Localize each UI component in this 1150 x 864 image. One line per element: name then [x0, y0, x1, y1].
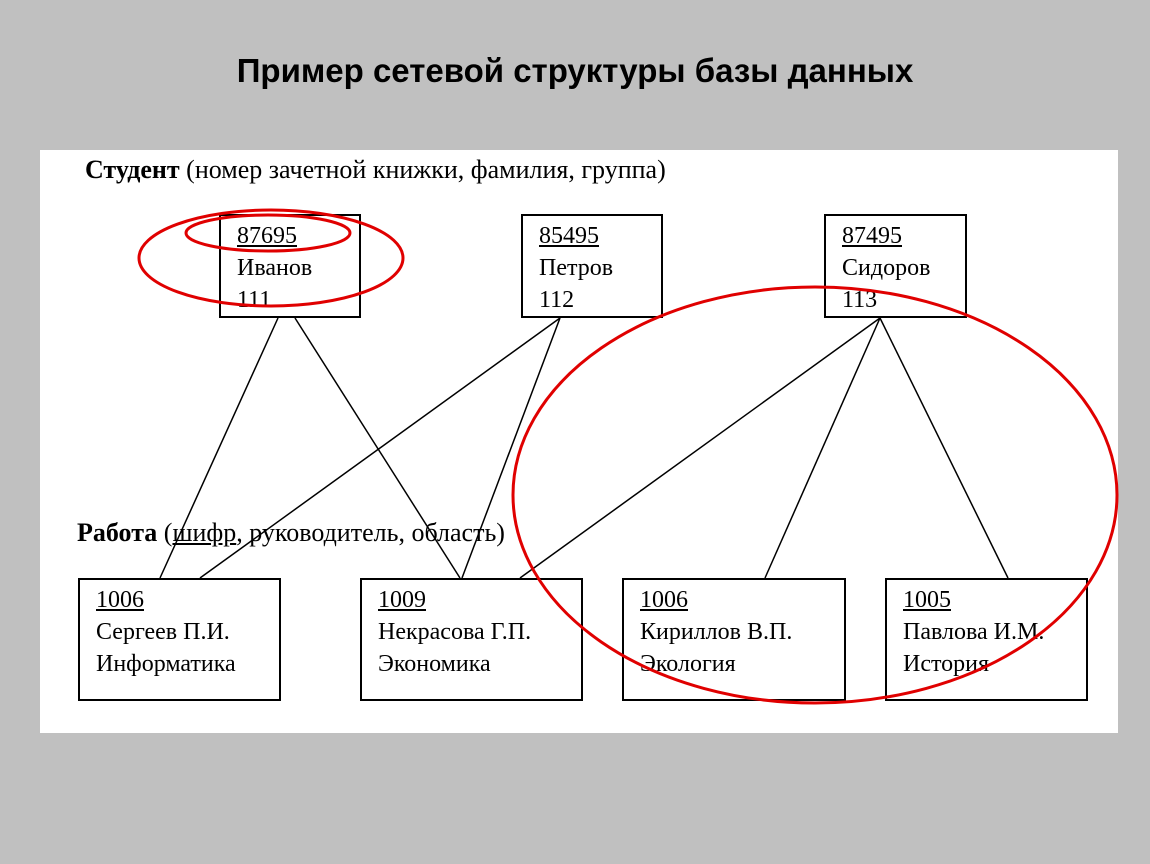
record-supervisor: Сергеев П.И.	[96, 619, 230, 645]
work-entity-name: Работа	[77, 518, 158, 547]
record-code: 1005	[903, 587, 951, 613]
highlight-key-ellipse	[184, 213, 352, 253]
record-area: Информатика	[96, 651, 236, 677]
link-ivanov-nekrasova	[294, 317, 461, 579]
paren: (	[157, 518, 173, 547]
record-group: 111	[237, 287, 272, 313]
record-supervisor: Некрасова Г.П.	[378, 619, 532, 645]
link-ivanov-sergeev	[159, 317, 279, 579]
record-code: 1009	[378, 587, 426, 613]
record-code: 1006	[96, 587, 144, 613]
student-entity-name: Студент	[85, 155, 180, 184]
slide-title: Пример сетевой структуры базы данных	[236, 52, 914, 89]
record-id: 87695	[237, 223, 297, 249]
record-surname: Петров	[539, 255, 614, 281]
record-surname: Иванов	[237, 255, 313, 281]
link-petrov-sergeev	[199, 317, 561, 579]
link-sidorov-nekrasova	[519, 317, 881, 579]
link-sidorov-kirillov	[764, 317, 881, 579]
record-supervisor: Павлова И.М.	[903, 619, 1045, 645]
record-group: 112	[539, 287, 575, 313]
record-id: 87495	[842, 223, 902, 249]
work-attributes: , руководитель, область)	[236, 518, 505, 547]
record-surname: Сидоров	[842, 255, 931, 281]
link-sidorov-pavlova	[879, 317, 1009, 579]
student-attributes: (номер зачетной книжки, фамилия, группа)	[179, 155, 666, 184]
work-key-attribute: шифр	[172, 518, 237, 547]
record-code: 1006	[640, 587, 688, 613]
link-petrov-nekrasova	[461, 317, 561, 579]
work-entity-header: Работа (шифр, руководитель, область)	[77, 518, 505, 548]
record-area: Экономика	[378, 651, 491, 677]
highlight-record-ellipse	[137, 208, 405, 308]
record-id: 85495	[539, 223, 599, 249]
highlight-set-ellipse	[511, 285, 1119, 705]
record-supervisor: Кириллов В.П.	[640, 619, 793, 645]
student-entity-header: Студент (номер зачетной книжки, фамилия,…	[85, 155, 666, 185]
